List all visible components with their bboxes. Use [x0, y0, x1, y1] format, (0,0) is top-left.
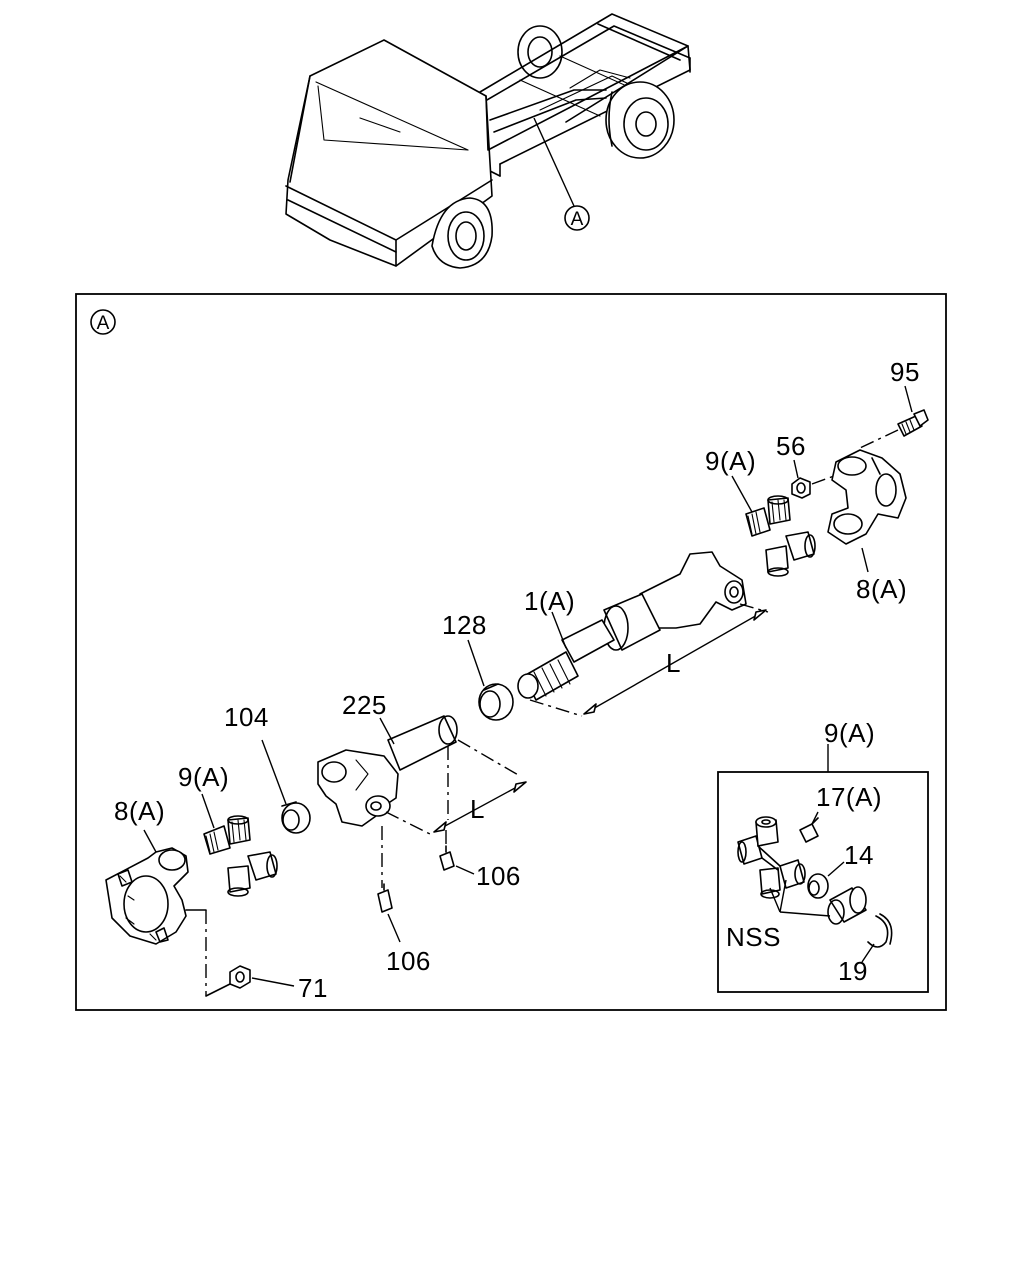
label-106-lower: 106 — [386, 946, 431, 976]
truck-overview: A — [285, 13, 691, 269]
snap-ring-19 — [861, 913, 893, 963]
nut-71 — [205, 965, 295, 997]
flange-left — [105, 829, 207, 996]
inset-label-19: 19 — [838, 956, 868, 986]
overview-leader — [533, 117, 575, 207]
dim-l-lower: L — [470, 794, 485, 824]
nss-leaders — [769, 879, 831, 917]
detail-view-letter: A — [97, 313, 110, 334]
ujoint-right — [731, 475, 816, 577]
grease-fitting-17a — [799, 811, 819, 843]
flange-yoke-right — [827, 449, 907, 573]
bolt-95 — [859, 385, 929, 449]
label-71: 71 — [298, 973, 328, 1003]
truck-cab — [285, 39, 493, 267]
label-9a-right: 9(A) — [705, 446, 756, 476]
inset-label-17a: 17(A) — [816, 782, 882, 812]
label-106-right: 106 — [476, 861, 521, 891]
label-225: 225 — [342, 690, 387, 720]
label-56: 56 — [776, 431, 806, 461]
dim-l-upper: L — [666, 648, 681, 678]
inset-label-nss: NSS — [726, 922, 781, 952]
bearing-cup — [827, 886, 867, 925]
ujoint-left — [201, 793, 278, 897]
rear-wheels — [517, 25, 675, 159]
propeller-shaft-1a — [517, 551, 769, 717]
detail-view-marker — [90, 309, 116, 335]
inset-label-14: 14 — [844, 840, 874, 870]
overview-view-marker — [564, 205, 590, 231]
label-104: 104 — [224, 702, 269, 732]
label-128: 128 — [442, 610, 487, 640]
label-8a-right: 8(A) — [856, 574, 907, 604]
sleeve-yoke-225 — [317, 715, 527, 835]
label-95: 95 — [890, 357, 920, 387]
front-wheel — [431, 197, 493, 269]
inset-title: 9(A) — [824, 718, 875, 748]
nut-56 — [791, 459, 835, 499]
label-9a-left: 9(A) — [178, 762, 229, 792]
propeller-shaft-overview — [489, 89, 607, 121]
bearing-104 — [261, 739, 311, 834]
grease-nipple-106-right — [439, 830, 475, 875]
detail-frame — [75, 293, 947, 1011]
label-8a-left: 8(A) — [114, 796, 165, 826]
inset-ujoint — [737, 816, 806, 899]
inset-frame — [717, 771, 929, 993]
grease-nipple-106-lower — [377, 826, 401, 943]
seal-14 — [807, 861, 845, 899]
overview-view-letter: A — [571, 209, 584, 230]
seal-128 — [467, 639, 514, 721]
label-1a: 1(A) — [524, 586, 575, 616]
